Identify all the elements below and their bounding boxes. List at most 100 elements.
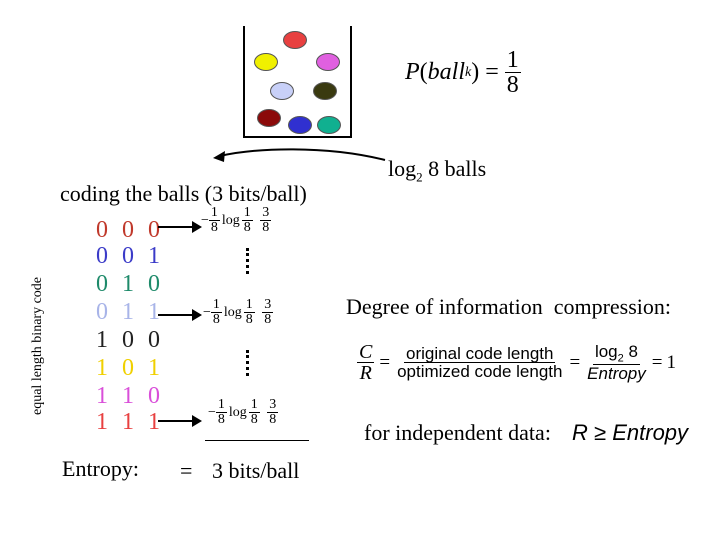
code-101: 1 0 1 bbox=[96, 355, 164, 381]
log-balls-rest: 8 balls bbox=[428, 156, 487, 181]
green-ball bbox=[317, 116, 341, 134]
independent-ge: ≥ bbox=[594, 420, 607, 445]
darkred-ball bbox=[257, 109, 281, 127]
term2-num2: 1 bbox=[243, 297, 255, 313]
independent-entropy: Entropy bbox=[612, 420, 689, 445]
code-011: 0 1 1 bbox=[96, 299, 164, 325]
original-code-length: original code length bbox=[404, 344, 556, 363]
compression-title: Degree of information compression: bbox=[346, 294, 672, 319]
entropy-den: Entropy bbox=[587, 364, 646, 384]
prob-eq: = bbox=[485, 59, 499, 85]
entropy-label: Entropy: bbox=[62, 456, 139, 481]
lavender-ball bbox=[270, 82, 294, 100]
code-length-ratio: original code length optimized code leng… bbox=[395, 345, 564, 380]
log-balls: log2 8 balls bbox=[388, 156, 486, 185]
compression-eq1: = bbox=[379, 351, 391, 373]
sum-underline bbox=[205, 440, 309, 441]
urn-left-wall bbox=[243, 26, 245, 138]
term2-num: 1 bbox=[210, 297, 222, 313]
arrow-3 bbox=[158, 415, 202, 427]
term3-num3: 3 bbox=[267, 397, 279, 413]
dots-1 bbox=[246, 248, 253, 274]
independent-label: for independent data: bbox=[364, 420, 551, 445]
term3-log: log bbox=[228, 404, 247, 420]
log-over-entropy: log2 8 Entropy bbox=[585, 343, 648, 382]
magenta-ball bbox=[316, 53, 340, 71]
code-111: 1 1 1 bbox=[96, 409, 164, 435]
urn bbox=[243, 26, 353, 138]
term1-num: 1 bbox=[208, 205, 220, 221]
prob-sub: k bbox=[465, 64, 472, 80]
compression-eq3: = bbox=[651, 351, 663, 373]
prob-den: 8 bbox=[506, 72, 519, 98]
term2-num3: 3 bbox=[262, 297, 274, 313]
code-010: 0 1 0 bbox=[96, 271, 164, 297]
yellow-ball bbox=[254, 53, 278, 71]
term3-num: 1 bbox=[215, 397, 227, 413]
red-ball bbox=[283, 31, 307, 49]
prob-p: P bbox=[405, 59, 420, 85]
arrow-1 bbox=[158, 221, 202, 233]
r-den: R bbox=[359, 362, 372, 384]
c-num: C bbox=[357, 341, 375, 363]
code-000: 0 0 0 bbox=[96, 217, 164, 243]
independent-r: R bbox=[572, 420, 588, 445]
optimized-code-length: optimized code length bbox=[397, 362, 563, 381]
olive-ball bbox=[313, 82, 337, 100]
term3-num2: 1 bbox=[248, 397, 260, 413]
coding-title: coding the balls (3 bits/ball) bbox=[60, 181, 307, 206]
log-base: 2 bbox=[617, 352, 624, 365]
entropy-value: 3 bits/ball bbox=[212, 458, 300, 483]
vertical-label: equal length binary code bbox=[30, 276, 45, 415]
entropy-eq: = bbox=[180, 458, 193, 483]
term2-den3: 8 bbox=[264, 312, 272, 327]
prob-num: 1 bbox=[504, 47, 521, 73]
term3-minus: − bbox=[208, 404, 216, 420]
urn-bottom bbox=[243, 136, 352, 138]
independent-formula: R ≥ Entropy bbox=[572, 420, 688, 446]
c-over-r: C R bbox=[357, 341, 375, 384]
term1-den: 8 bbox=[210, 220, 218, 235]
log-balls-base: 2 bbox=[416, 169, 423, 185]
curved-arrow bbox=[213, 148, 386, 162]
dots-2 bbox=[246, 350, 253, 376]
term1-log: log bbox=[221, 212, 240, 228]
log-arg: 8 bbox=[628, 341, 638, 361]
term3-den3: 8 bbox=[269, 412, 277, 427]
term1-minus: − bbox=[201, 212, 209, 228]
term2-den2: 8 bbox=[245, 312, 253, 327]
term1-den2: 8 bbox=[243, 220, 251, 235]
log-balls-log: log bbox=[388, 156, 417, 181]
log-num: log2 8 bbox=[592, 341, 640, 366]
term1-num3: 3 bbox=[260, 205, 272, 221]
code-100: 1 0 0 bbox=[96, 327, 164, 353]
code-001: 0 0 1 bbox=[96, 243, 164, 269]
term1-num2: 1 bbox=[241, 205, 253, 221]
term2-log: log bbox=[223, 304, 242, 320]
term3-den2: 8 bbox=[250, 412, 258, 427]
blue-ball bbox=[288, 116, 312, 134]
code-110: 1 1 0 bbox=[96, 383, 164, 409]
urn-right-wall bbox=[350, 26, 352, 138]
prob-fraction: 1 8 bbox=[504, 47, 521, 98]
term3-den: 8 bbox=[217, 412, 225, 427]
compression-one: 1 bbox=[666, 351, 676, 373]
compression-eq2: = bbox=[569, 351, 581, 373]
term1-den3: 8 bbox=[262, 220, 270, 235]
term2-den: 8 bbox=[212, 312, 220, 327]
log-word: log bbox=[594, 341, 618, 361]
prob-ball: ball bbox=[427, 59, 466, 85]
term2-minus: − bbox=[203, 304, 211, 320]
